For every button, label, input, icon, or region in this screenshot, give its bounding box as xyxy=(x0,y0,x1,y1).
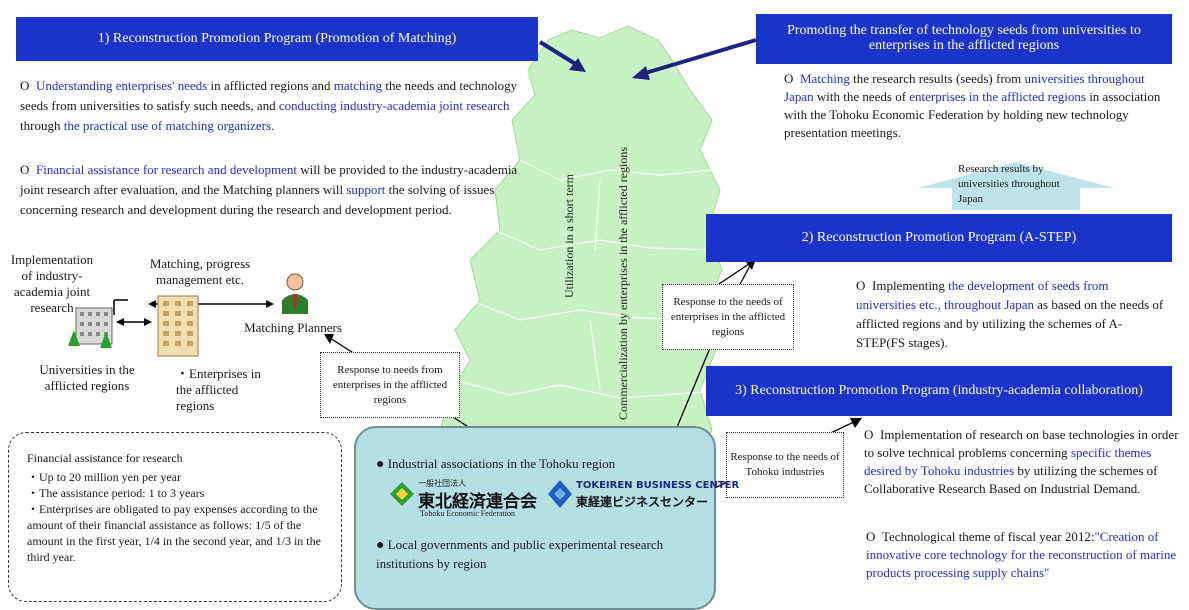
matching-planner-person-icon xyxy=(282,273,308,314)
body-text: Implementing xyxy=(872,278,949,293)
financial-item: ・The assistance period: 1 to 3 years xyxy=(27,486,205,500)
tohoku-organizations-box: ● Industrial associations in the Tohoku … xyxy=(354,426,739,610)
highlight-text: enterprises in the afflicted regions xyxy=(909,89,1086,104)
enterprise-building-icon xyxy=(157,295,199,357)
tokeiren-business-center-logo: TOKEIREN BUSINESS CENTER 東経連ビジネスセンター xyxy=(548,478,739,518)
highlight-text: support xyxy=(346,182,386,197)
research-results-label: Research results by universities through… xyxy=(958,163,1060,205)
program-1-title: 1) Reconstruction Promotion Program (Pro… xyxy=(16,17,538,61)
response-needs-enterprises-box: Response to needs from enterprises in th… xyxy=(320,352,460,418)
vertical-short-term-label: Utilization in a short term xyxy=(562,174,576,298)
vertical-commercialization-label: Commercialization by enterprises in the … xyxy=(616,146,630,420)
body-text: Implementation of research on base techn… xyxy=(864,427,1179,460)
body-text: Technological theme of fiscal year 2012: xyxy=(882,529,1095,544)
center-item-1: ● Industrial associations in the Tohoku … xyxy=(376,456,616,472)
financial-item: ・Up to 20 million yen per year xyxy=(27,470,181,484)
map-prefecture-borders xyxy=(454,159,719,399)
body-text: the solving of issues concerning researc… xyxy=(20,182,495,217)
body-text: the needs and technology seeds from univ… xyxy=(20,78,518,113)
highlight-text: universities throughout Japan xyxy=(784,71,1145,104)
highlight-text: the development of seeds from universiti… xyxy=(856,278,1109,312)
university-building-icon xyxy=(68,307,113,348)
research-results-arrow xyxy=(918,162,1114,210)
implementation-label: Implementation of industry-academia join… xyxy=(10,252,94,315)
highlight-text: the practical use of matching organizers… xyxy=(63,118,275,133)
arrow-head-right xyxy=(632,66,650,80)
enterprises-label: ・Enterprises in the afflicted regions xyxy=(176,366,261,413)
program-2-title: 2) Reconstruction Promotion Program (A-S… xyxy=(706,214,1172,262)
highlight-text: conducting industry-academia joint resea… xyxy=(278,98,510,113)
highlight-text: Matching xyxy=(800,71,850,86)
arrow-head-left xyxy=(569,58,586,72)
tohoku-economic-federation-logo: 一般社団法人 東北経済連合会 Tohoku Economic Federatio… xyxy=(390,478,556,524)
center-item-2: ● Local governments and public experimen… xyxy=(376,537,664,571)
response-needs-tohoku-box: Response to the needs of Tohoku industri… xyxy=(726,432,844,498)
highlight-text: matching xyxy=(333,78,383,93)
program-3-title: 3) Reconstruction Promotion Program (ind… xyxy=(706,366,1172,416)
highlight-text: "Creation of innovative core technology … xyxy=(866,529,1177,580)
highlight-text: specific themes desired by Tohoku indust… xyxy=(864,445,1152,478)
tbc-logo-icon xyxy=(548,480,572,508)
financial-assistance-box: Financial assistance for research ・Up to… xyxy=(8,432,342,602)
highlight-text: Financial assistance for research and de… xyxy=(36,162,297,177)
body-text: in association with the Tohoku Economic … xyxy=(784,89,1161,140)
financial-item: ・Enterprises are obligated to pay expens… xyxy=(27,502,321,564)
highlight-text: Understanding enterprises' needs xyxy=(36,78,208,93)
universities-label: Universities in the afflicted regions xyxy=(39,362,135,393)
body-text: by utilizing the schemes of Collaborativ… xyxy=(864,463,1158,496)
financial-assistance-title: Financial assistance for research xyxy=(27,451,183,465)
body-text: through xyxy=(20,118,64,133)
body-text: will be provided to the industry-academi… xyxy=(20,162,518,197)
matching-planners-label: Matching Planners xyxy=(244,320,342,335)
financial-assistance-list: ・Up to 20 million yen per year ・The assi… xyxy=(27,469,333,565)
body-text: the research results (seeds) from xyxy=(849,71,1025,86)
promotion-title: Promoting the transfer of technology see… xyxy=(756,14,1172,64)
response-needs-afflicted-box: Response to the needs of enterprises in … xyxy=(662,284,794,350)
matching-progress-label: Matching, progress management etc. xyxy=(149,256,251,287)
body-text: as based on the needs of afflicted regio… xyxy=(856,297,1164,350)
body-text: with the needs of xyxy=(813,89,910,104)
body-text: in afflicted regions and xyxy=(207,78,334,93)
tef-logo-icon xyxy=(390,482,414,506)
